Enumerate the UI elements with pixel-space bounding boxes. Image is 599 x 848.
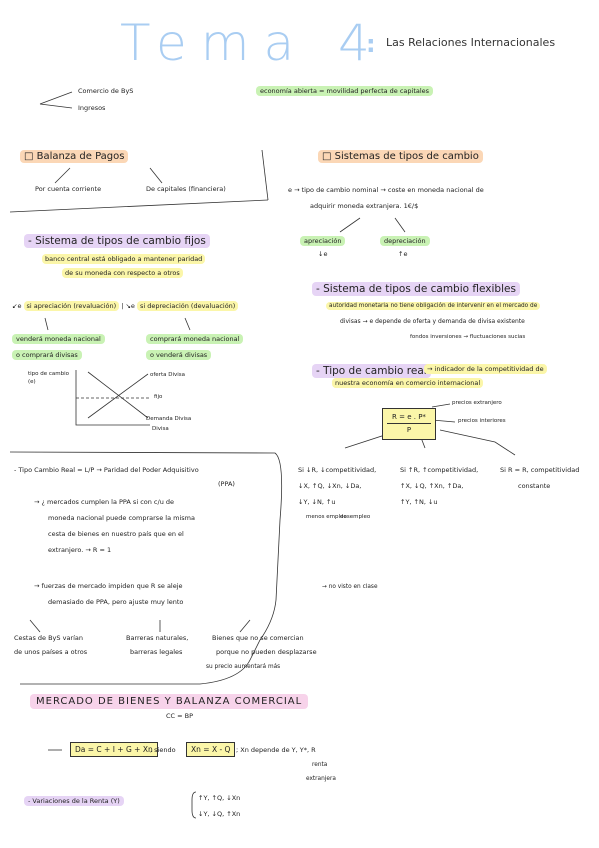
real-desc-1: → indicador de la competitividad de xyxy=(424,364,547,374)
variacion-1: ↑Y, ↑Q, ↓Xn xyxy=(198,794,241,802)
comprara-divisas: o comprará divisas xyxy=(12,350,82,360)
ppa-b3-2: porque no pueden desplazarse xyxy=(216,648,317,656)
fijos-heading: - Sistema de tipos de cambio fijos xyxy=(24,234,210,248)
case1-line2: ↓X, ↑Q, ↓Xn, ↓Da, xyxy=(298,482,362,490)
branch-comercio: Comercio de ByS xyxy=(78,87,134,95)
cond-depreciacion: si depreciación (devaluación) xyxy=(136,301,239,311)
apreciacion: apreciación xyxy=(300,236,346,246)
variacion-2: ↓Y, ↓Q, ↑Xn xyxy=(198,810,241,818)
depreciacion: depreciación xyxy=(380,236,430,246)
apreciacion-sub: ↓e xyxy=(318,250,328,258)
case1-line5: desempleo xyxy=(340,514,371,520)
ppa-b2-2: barreras legales xyxy=(130,648,183,656)
title-colon: : xyxy=(366,30,376,58)
siendo: , siendo xyxy=(150,746,176,754)
ppa-line-5: extranjero. → R = 1 xyxy=(48,546,112,554)
chart-oferta-label: oferta Divisa xyxy=(150,372,186,378)
comprara-moneda: comprará moneda nacional xyxy=(146,334,244,344)
renta-label: renta xyxy=(312,762,328,768)
balanza-corriente: Por cuenta corriente xyxy=(35,185,102,193)
economia-abierta: economía abierta = movilidad perfecta de… xyxy=(256,86,434,96)
chart-demanda-label: Demanda Divisa xyxy=(146,416,192,422)
xn-depende: ; Xn depende de Y, Y*, R xyxy=(236,746,316,754)
cond-apreciacion: si apreciación (revaluación) xyxy=(23,301,120,311)
real-heading: - Tipo de cambio real xyxy=(312,364,431,378)
ppa-line-3: moneda nacional puede comprarse la misma xyxy=(48,514,195,522)
page-title: Tema 4 xyxy=(120,14,384,72)
cc-bp: CC = BP xyxy=(166,712,194,720)
no-visto: → no visto en clase xyxy=(322,584,378,590)
variaciones-renta: - Variaciones de la Renta (Y) xyxy=(24,796,124,806)
e-line-2: adquirir moneda extranjera. 1€/$ xyxy=(310,202,419,210)
chart-ylabel: tipo de cambio (e) xyxy=(28,371,70,385)
balanza-capitales: De capitales (financiera) xyxy=(146,185,226,193)
real-formula-box: R = e . P* P xyxy=(382,408,436,440)
ppa-line-4: cesta de bienes en nuestro país que en e… xyxy=(48,530,184,538)
vendera-divisas: o venderá divisas xyxy=(146,350,212,360)
case2-line2: ↑X, ↓Q, ↑Xn, ↑Da, xyxy=(400,482,464,490)
extranjera-label: extranjera xyxy=(306,776,336,782)
fijos-line-1: banco central está obligado a mantener p… xyxy=(42,254,206,264)
page-subtitle: Las Relaciones Internacionales xyxy=(386,36,556,49)
ppa-b3-3: su precio aumentará más xyxy=(206,664,281,670)
flexibles-line-3: fondos inversiones → fluctuaciones sucia… xyxy=(410,334,526,340)
formula-denominator: P xyxy=(406,426,412,434)
ppa-b1-2: de unos países a otros xyxy=(14,648,88,656)
real-desc-2: nuestra economía en comercio internacion… xyxy=(332,378,484,388)
depreciacion-sub: ↑e xyxy=(398,250,408,258)
case2-line3: ↑Y, ↑N, ↓u xyxy=(400,498,438,506)
ppa-line-7: demasiado de PPA, pero ajuste muy lento xyxy=(48,598,184,606)
chart-xlabel: Divisa xyxy=(152,426,169,432)
formula-da: Da = C + I + G + Xn xyxy=(70,742,158,757)
ppa-line-1: - Tipo Cambio Real = L/P → Paridad del P… xyxy=(14,466,199,474)
chart-fijo-label: fijo xyxy=(154,394,163,400)
precios-interiores: precios interiores xyxy=(458,418,506,424)
sistemas-heading: □ Sistemas de tipos de cambio xyxy=(318,150,483,163)
case1-line1: Si ↓R, ↓competitividad, xyxy=(298,466,377,474)
ppa-line-2: → ¿ mercados cumplen la PPA si con c/u d… xyxy=(34,498,175,506)
fijos-cond: ↙e si apreciación (revaluación) | ↘e si … xyxy=(12,301,239,311)
formula-numerator: R = e . P* xyxy=(387,411,431,424)
fijos-line-2: de su moneda con respecto a otros xyxy=(62,268,183,278)
flexibles-heading: - Sistema de tipos de cambio flexibles xyxy=(312,282,520,296)
case2-line1: Si ↑R, ↑competitividad, xyxy=(400,466,479,474)
ppa-line-6: → fuerzas de mercado impiden que R se al… xyxy=(34,582,183,590)
flexibles-line-2: divisas → e depende de oferta y demanda … xyxy=(340,318,525,325)
vendera-moneda: venderá moneda nacional xyxy=(12,334,105,344)
precios-extranjero: precios extranjero xyxy=(452,400,502,406)
case1-line4: menos empleo xyxy=(306,514,347,520)
formula-xn: Xn = X - Q xyxy=(186,742,236,757)
ppa-line-1b: (PPA) xyxy=(218,480,235,488)
ppa-b1-1: Cestas de ByS varían xyxy=(14,634,84,642)
case1-line3: ↓Y, ↓N, ↑u xyxy=(298,498,336,506)
branch-ingresos: Ingresos xyxy=(78,104,106,112)
case3-line2: constante xyxy=(518,482,551,490)
ppa-b2-1: Barreras naturales, xyxy=(126,634,189,642)
balanza-heading: □ Balanza de Pagos xyxy=(20,150,129,163)
case3-line1: Si R = R, competitividad xyxy=(500,466,580,474)
flexibles-line-1: autoridad monetaria no tiene obligación … xyxy=(326,302,541,310)
e-line-1: e → tipo de cambio nominal → coste en mo… xyxy=(288,186,484,194)
ppa-b3-1: Bienes que no se comercian xyxy=(212,634,304,642)
mercado-heading: MERCADO DE BIENES Y BALANZA COMERCIAL xyxy=(30,694,309,709)
